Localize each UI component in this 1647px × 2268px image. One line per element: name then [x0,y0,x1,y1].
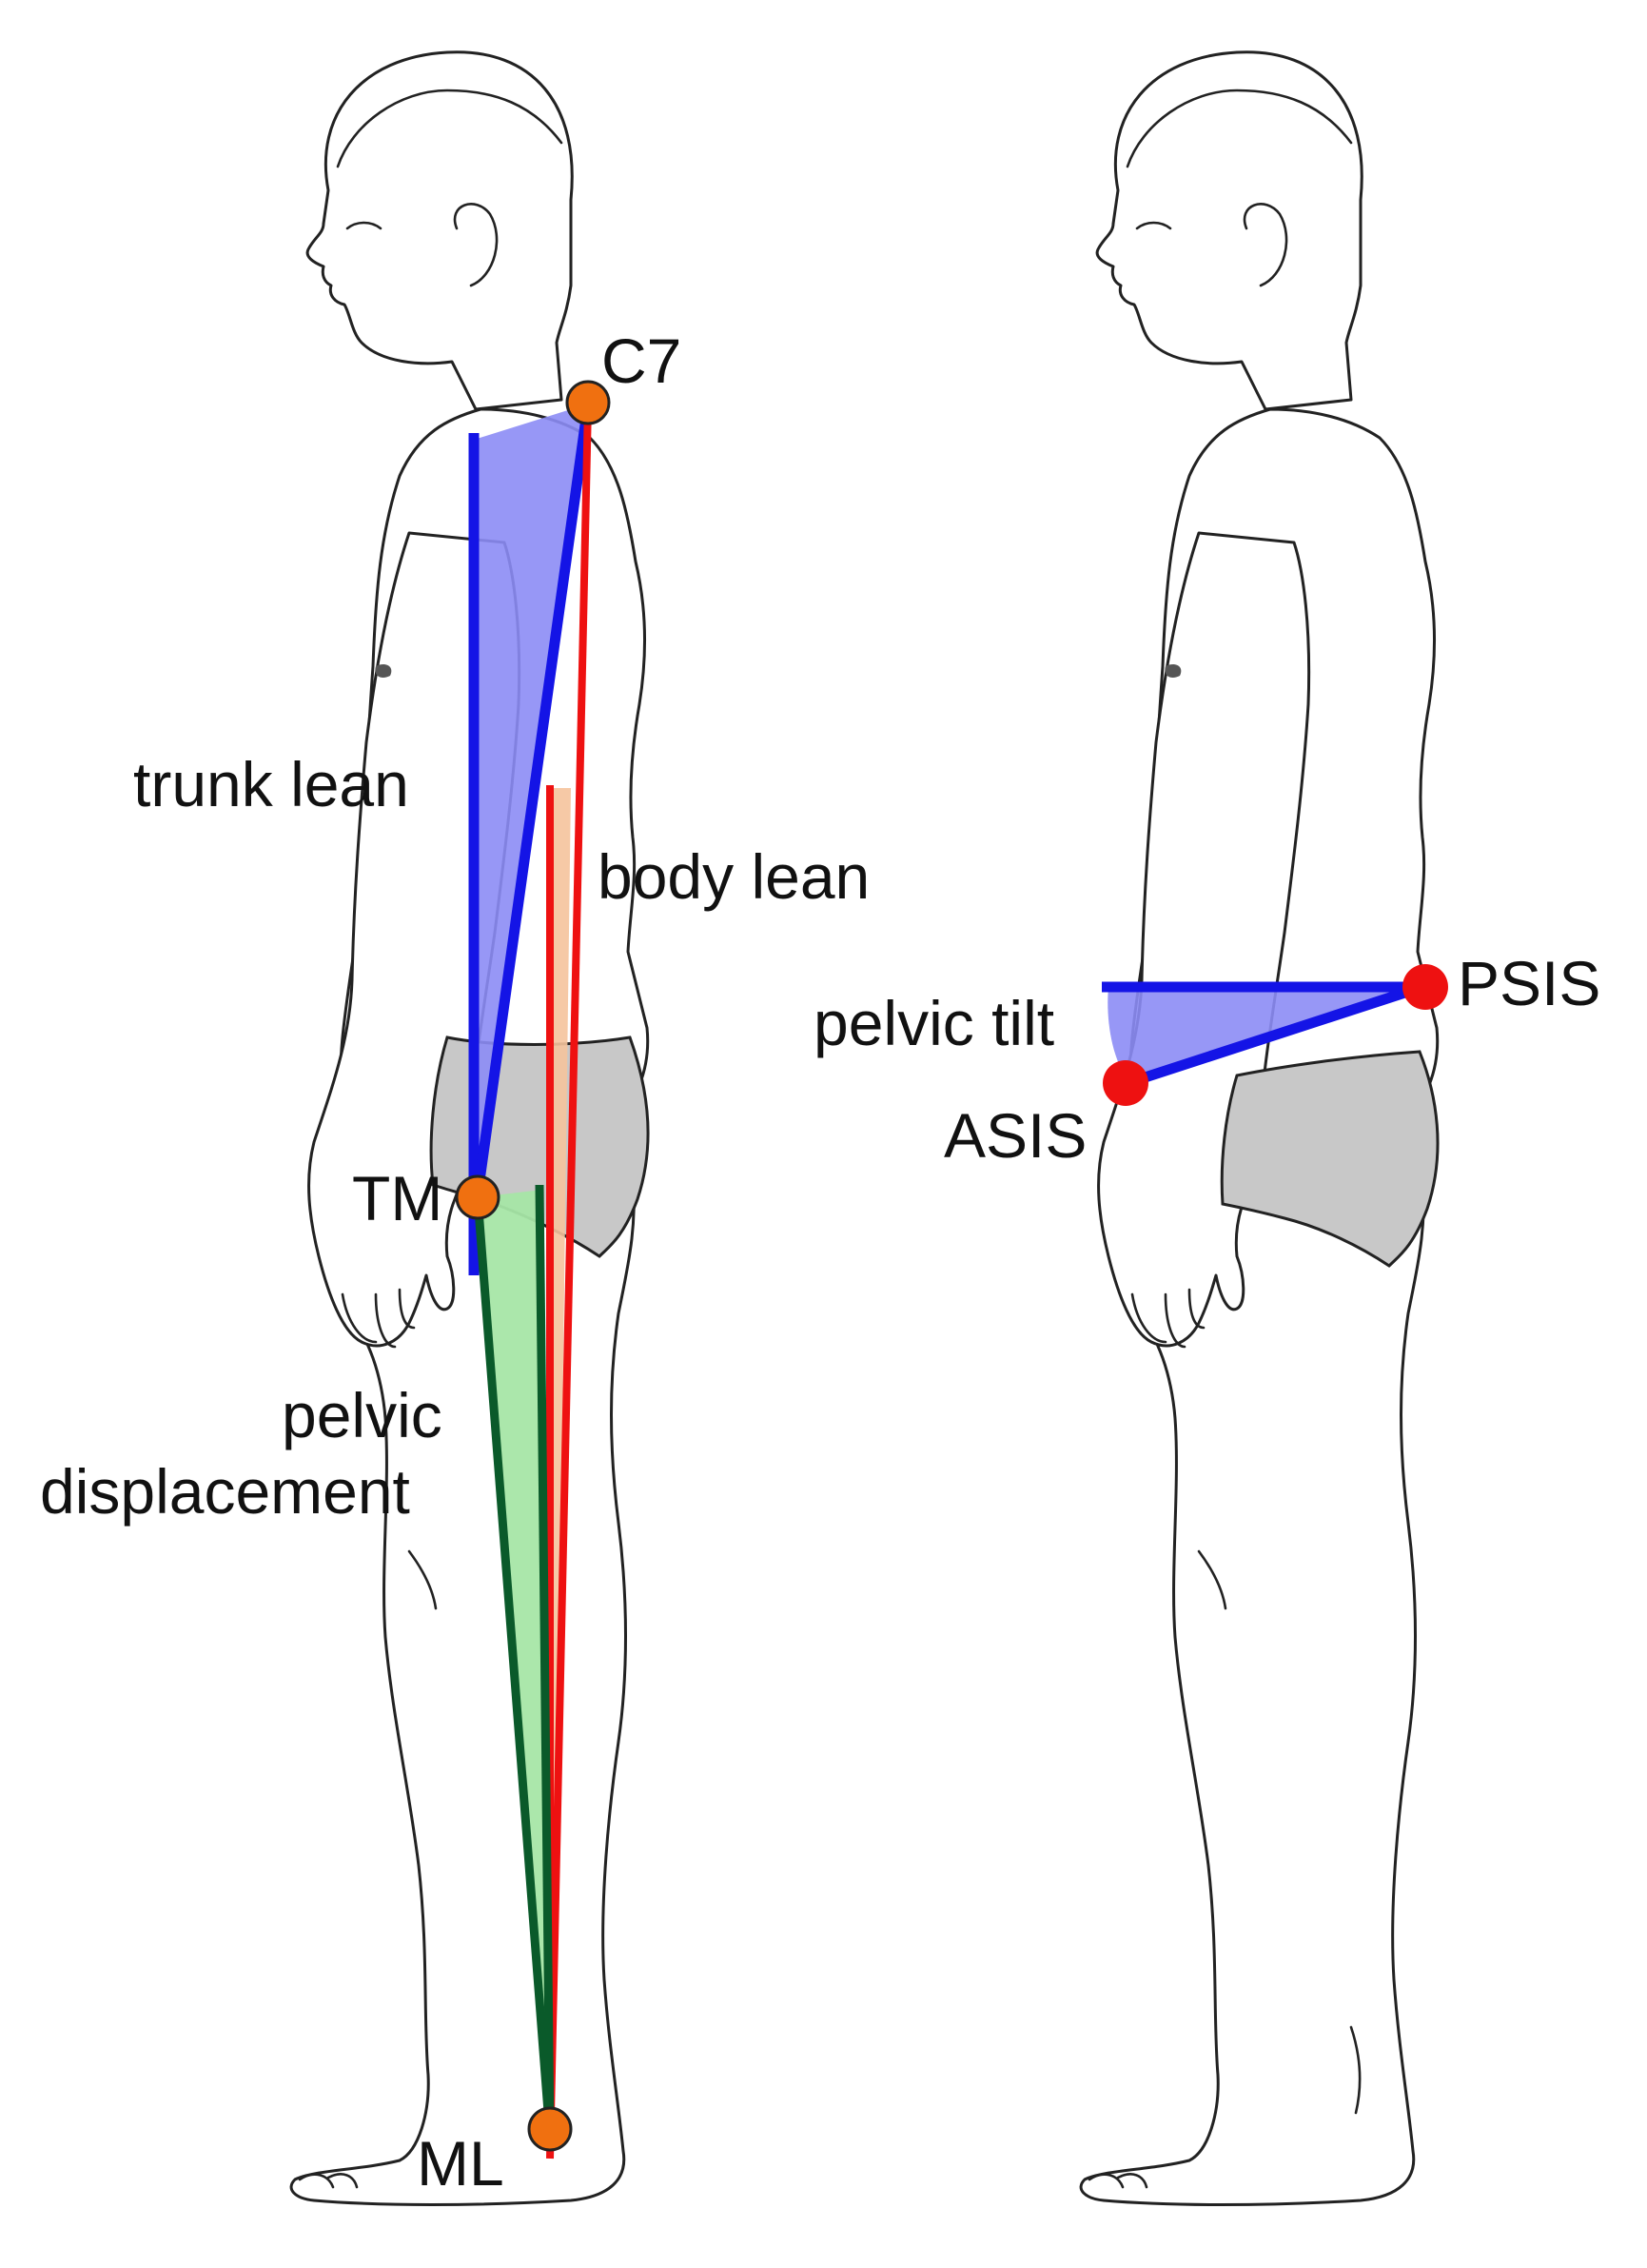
right-eye [1135,221,1172,230]
left-ear [453,203,499,287]
left-eye [345,221,382,230]
c7-landmark [565,380,611,425]
pelvic-tilt-line [1126,981,1424,1089]
left-hair [336,89,563,168]
body-lean-line [546,404,592,2160]
right-hair [1126,89,1353,168]
right-head [1095,50,1363,411]
psis-label: PSIS [1458,948,1600,1018]
pelvic-displacement-measure [473,1184,555,2138]
asis-label: ASIS [944,1100,1087,1171]
c7-label: C7 [601,325,681,396]
pelvic-displacement-line [473,1196,555,2138]
pelvic-tilt-label: pelvic tilt [814,988,1054,1058]
right-calf-line [1349,2025,1362,2115]
tm-label: TM [352,1163,442,1233]
body-lean-label: body lean [598,841,870,912]
left-toes [298,2173,359,2189]
pelvic-displacement-label-line2: displacement [40,1456,410,1527]
right-toes [1088,2173,1148,2189]
pelvic-tilt-measure [1102,981,1424,1089]
left-knee-crease [407,1549,438,1610]
pelvic-displacement-label-line1: pelvic [282,1380,442,1450]
left-nipple [375,664,392,678]
right-briefs [1220,1050,1440,1268]
ml-label: ML [417,2128,504,2199]
ml-landmark [527,2106,573,2152]
pelvic-displacement-vertical-line [535,1184,555,2138]
right-knee-crease [1197,1549,1227,1610]
trunk-lean-label: trunk lean [133,749,409,819]
left-head [305,50,574,411]
left-hand-fingers [341,1288,416,1349]
right-hand-fingers [1130,1288,1206,1349]
tm-landmark [455,1174,500,1220]
right-ear [1243,203,1288,287]
trunk-lean-line [472,404,594,1195]
right-figure [1079,50,1440,2206]
trunk-lean-measure [468,404,594,1275]
right-nipple [1165,664,1182,678]
psis-landmark [1402,964,1448,1010]
asis-landmark [1103,1060,1148,1106]
